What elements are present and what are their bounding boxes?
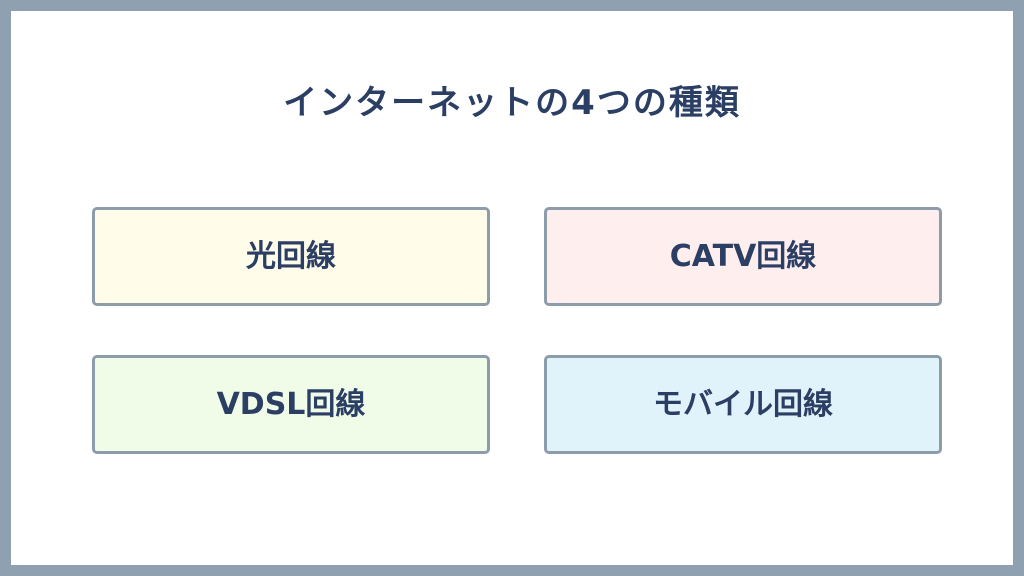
slide-frame: インターネットの4つの種類 光回線 CATV回線 VDSL回線 モバイル回線 <box>11 11 1013 565</box>
card-label-hikari-line: 光回線 <box>246 238 336 274</box>
card-hikari-line: 光回線 <box>92 207 490 306</box>
card-label-vdsl-line: VDSL回線 <box>216 386 366 422</box>
card-mobile-line: モバイル回線 <box>544 355 942 454</box>
card-label-catv-line: CATV回線 <box>669 238 817 274</box>
card-label-mobile-line: モバイル回線 <box>653 386 833 422</box>
card-catv-line: CATV回線 <box>544 207 942 306</box>
card-vdsl-line: VDSL回線 <box>92 355 490 454</box>
slide-title: インターネットの4つの種類 <box>283 83 741 123</box>
